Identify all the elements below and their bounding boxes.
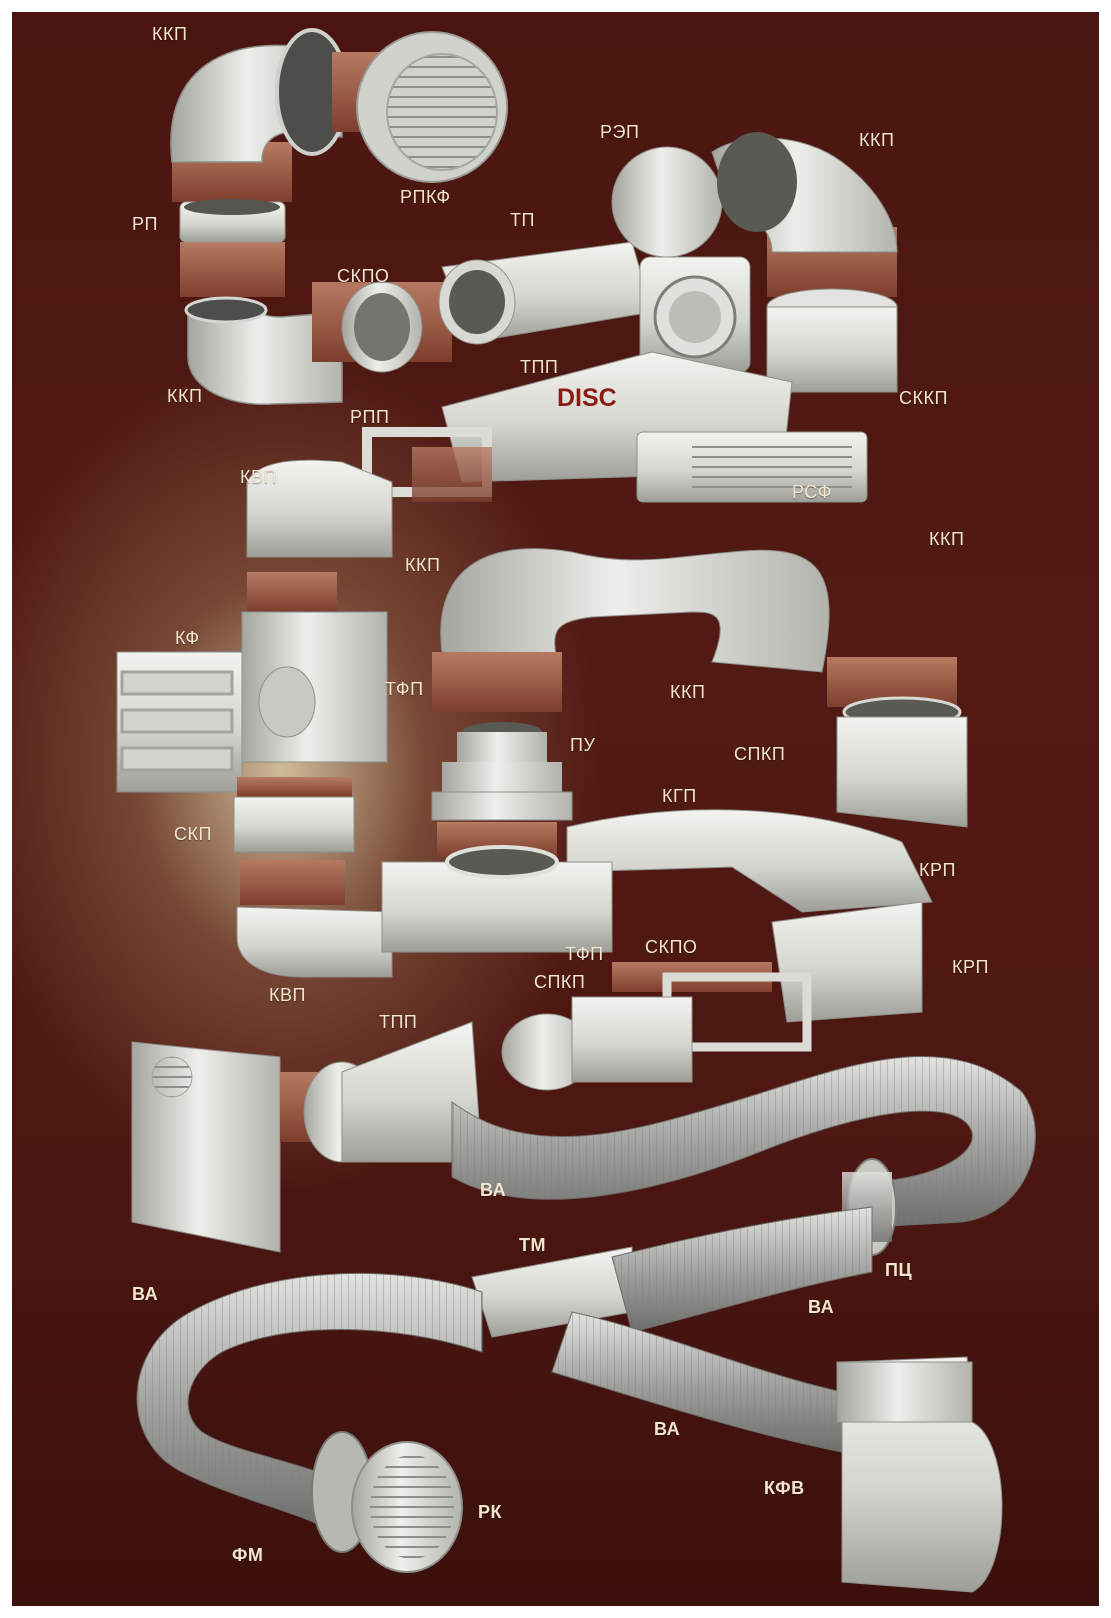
label-tfp-left: ТФП: [385, 679, 424, 699]
round-duct-system-top: [170, 28, 898, 503]
label-krp-lower: КРП: [952, 957, 989, 977]
label-pu: ПУ: [570, 735, 596, 755]
label-rsf: РСФ: [792, 482, 832, 502]
label-skpo-center: СКПО: [645, 937, 698, 957]
rectangular-duct-system-middle: [116, 459, 968, 1052]
label-fm: ФМ: [232, 1545, 264, 1565]
flexible-aluminium-system-bottom: [131, 996, 1036, 1593]
label-va-left: ВА: [132, 1284, 159, 1304]
label-tp: ТП: [510, 210, 535, 230]
label-skkp: СККП: [899, 388, 948, 408]
label-pc: ПЦ: [885, 1260, 913, 1280]
duct-components-illustration: [116, 28, 1036, 1593]
label-rep: РЭП: [600, 122, 640, 142]
label-rpkf: РПКФ: [400, 187, 451, 207]
label-kfv: КФВ: [764, 1478, 805, 1498]
label-kkp-top: ККП: [152, 24, 188, 44]
label-rk: РК: [478, 1502, 502, 1522]
label-kkp-top-right: ККП: [859, 130, 895, 150]
label-kkp-center: ККП: [670, 682, 706, 702]
label-tfp-center: ТФП: [565, 944, 604, 964]
label-kf: КФ: [175, 628, 200, 648]
label-tm: ТМ: [519, 1235, 546, 1255]
label-spkp-right: СПКП: [734, 744, 786, 764]
label-kvp-top: КВП: [240, 467, 277, 487]
label-rpp: РПП: [350, 407, 390, 427]
label-kkp-mid-left: ККП: [405, 555, 441, 575]
label-kgp: КГП: [662, 786, 697, 806]
label-skpo-top: СКПО: [337, 266, 390, 286]
label-kvp-bottom: КВП: [269, 985, 306, 1005]
label-rp: РП: [132, 214, 158, 234]
label-kkp-left: ККП: [167, 386, 203, 406]
label-spkp-center: СПКП: [534, 972, 586, 992]
ventilation-catalog-poster: DISC ККП РПКФ РЭП ККП РП ТП СКПО ККП ТПП…: [12, 12, 1099, 1606]
label-skp: СКП: [174, 824, 212, 844]
label-va-right: ВА: [808, 1297, 835, 1317]
label-va-upper: ВА: [480, 1180, 507, 1200]
label-kkp-mid-right: ККП: [929, 529, 965, 549]
label-tpp-top: ТПП: [520, 357, 559, 377]
label-krp-upper: КРП: [919, 860, 956, 880]
brand-logo: DISC: [557, 384, 617, 412]
label-va-bottom: ВА: [654, 1419, 681, 1439]
label-tpp-bottom: ТПП: [379, 1012, 418, 1032]
